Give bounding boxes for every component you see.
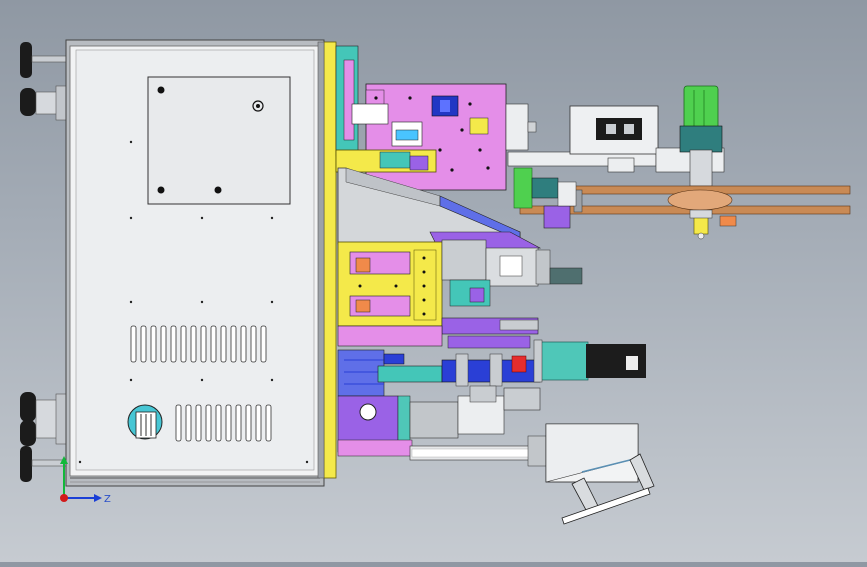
cabinet-mount-holes — [78, 140, 309, 464]
lower-feed-module — [337, 325, 541, 397]
z-axis-label: Z — [104, 494, 111, 505]
cabinet-inspection-panel — [147, 76, 291, 205]
lower-base-block — [337, 385, 541, 457]
spindle-shaft — [689, 209, 737, 240]
pneumatic-cylinder — [409, 435, 547, 467]
frame-rail — [317, 41, 337, 479]
leveling-foot-top — [20, 42, 69, 78]
ventilation-slots-lower — [175, 404, 272, 442]
leveling-foot-bottom — [20, 446, 69, 482]
x-axis-point — [60, 494, 68, 502]
caster-wheel-top — [20, 85, 69, 121]
servo-motor-upper — [679, 85, 723, 187]
coordinate-triad: Z — [60, 456, 111, 505]
green-actuator-upper — [513, 167, 577, 229]
cable-gland — [127, 404, 163, 440]
middle-yellow-frame — [337, 241, 443, 327]
discharge-chute — [545, 423, 655, 525]
central-mechanism — [441, 239, 583, 335]
yellow-cross-beam — [335, 149, 437, 173]
servo-motor-lower — [533, 339, 646, 383]
ventilation-slots-upper — [130, 325, 267, 363]
caster-wheel-bottom — [20, 392, 69, 446]
